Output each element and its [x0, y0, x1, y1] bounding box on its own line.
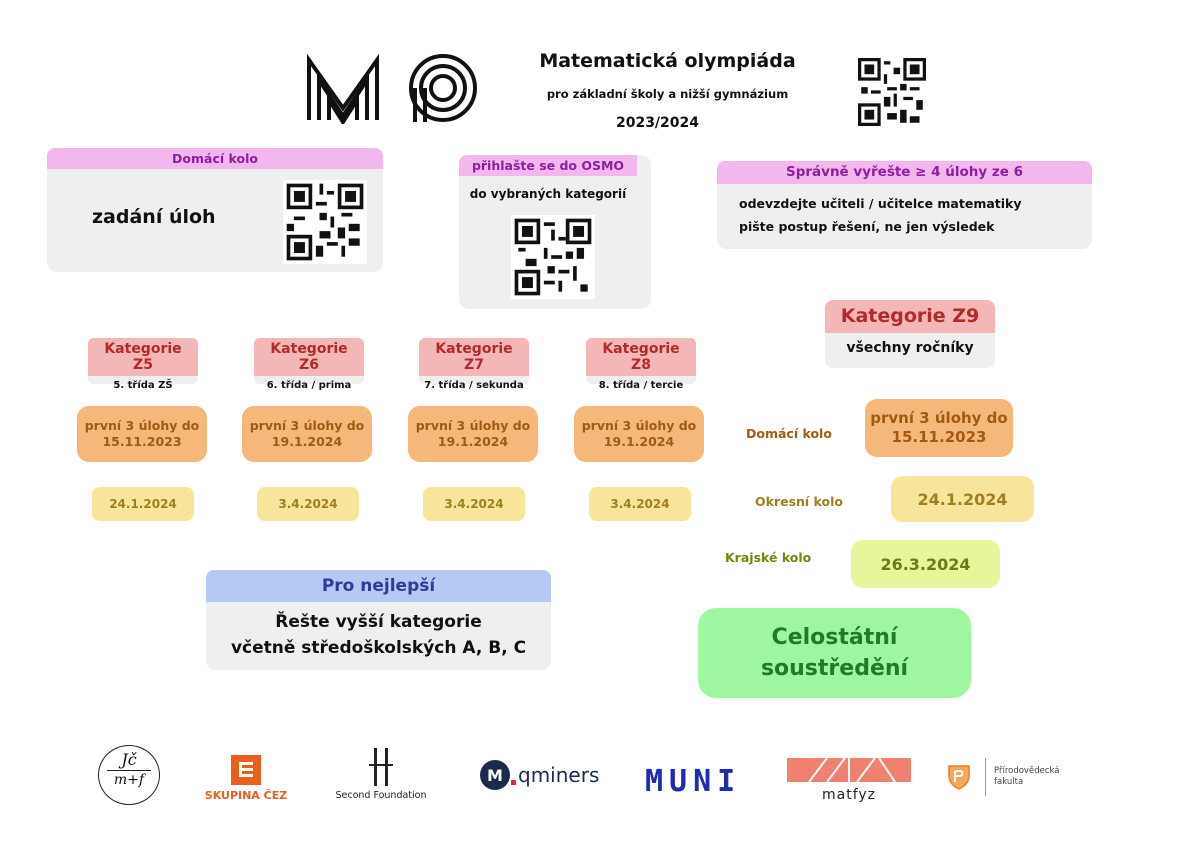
home-round-deadline-z9: první 3 úlohy do 15.11.2023 — [865, 399, 1013, 457]
osmo-subtext: do vybraných kategorií — [469, 187, 627, 201]
cez-icon — [231, 755, 261, 785]
district-round-date-z9: 24.1.2024 — [891, 476, 1034, 522]
district-round-date-z6: 3.4.2024 — [257, 487, 359, 521]
best-students-card: Pro nejlepší Řešte vyšší kategorie včetn… — [206, 570, 551, 670]
category-grade: 5. třída ZŠ — [113, 380, 173, 391]
category-z6: Kategorie Z6 6. třída / prima — [254, 338, 364, 391]
category-title: Kategorie Z7 — [419, 338, 529, 376]
qr-code-osmo[interactable] — [511, 215, 595, 299]
matfyz-icon — [787, 757, 911, 783]
qr-code-tasks[interactable] — [283, 180, 367, 264]
muni-logo[interactable]: MUNI — [645, 764, 742, 799]
category-grade: 8. třída / tercie — [598, 380, 684, 391]
qr-code-header[interactable] — [858, 58, 926, 126]
district-round-date-z8: 3.4.2024 — [589, 487, 691, 521]
solve-header: Správně vyřešte ≥ 4 úlohy ze 6 — [717, 161, 1092, 184]
category-z8: Kategorie Z8 8. třída / tercie — [586, 338, 696, 391]
school-year: 2023/2024 — [615, 115, 700, 131]
page-title: Matematická olympiáda — [539, 50, 796, 72]
mo-logo — [307, 53, 477, 124]
second-foundation-icon — [369, 748, 393, 786]
category-title: Kategorie Z6 — [254, 338, 364, 376]
home-round-deadline-z6: první 3 úlohy do 19.1.2024 — [242, 406, 372, 462]
prf-logo[interactable]: Přírodovědecká fakulta — [947, 758, 1074, 796]
jcmf-logo-bottom: m+f — [113, 772, 145, 788]
category-z9-title: Kategorie Z9 — [825, 300, 995, 333]
osmo-header[interactable]: přihlašte se do OSMO — [459, 155, 637, 176]
solve-line-1: odevzdejte učiteli / učitelce matematiky — [739, 196, 1022, 211]
solve-line-2: pište postup řešení, ne jen výsledek — [739, 219, 995, 234]
home-round-deadline-z8: první 3 úlohy do 19.1.2024 — [574, 406, 704, 462]
prf-text: Přírodovědecká fakulta — [994, 766, 1060, 787]
jcmf-logo-top: Jč — [121, 750, 137, 769]
matfyz-logo[interactable]: matfyz — [787, 757, 911, 803]
district-round-label: Okresní kolo — [755, 494, 843, 509]
national-round-box: Celostátní soustředění — [698, 608, 971, 698]
solve-requirements-card: Správně vyřešte ≥ 4 úlohy ze 6 odevzdejt… — [717, 161, 1092, 249]
best-students-line-1: Řešte vyšší kategorie — [275, 612, 482, 632]
district-round-date-z5: 24.1.2024 — [92, 487, 194, 521]
cez-logo-text: SKUPINA ČEZ — [204, 789, 288, 802]
category-z7: Kategorie Z7 7. třída / sekunda — [419, 338, 529, 391]
second-foundation-logo[interactable]: Second Foundation — [326, 748, 436, 801]
district-round-date-z7: 3.4.2024 — [423, 487, 525, 521]
best-students-header: Pro nejlepší — [206, 570, 551, 602]
home-round-deadline-z5: první 3 úlohy do 15.11.2023 — [77, 406, 207, 462]
category-grade: 6. třída / prima — [266, 380, 352, 391]
qminers-icon: M — [480, 760, 510, 790]
qminers-text: qminers — [518, 763, 600, 787]
qminers-dot — [511, 779, 516, 785]
prf-divider — [985, 758, 986, 796]
category-title: Kategorie Z5 — [88, 338, 198, 376]
home-round-header: Domácí kolo — [47, 148, 383, 169]
cez-logo[interactable]: SKUPINA ČEZ — [203, 755, 289, 802]
category-title: Kategorie Z8 — [586, 338, 696, 376]
matfyz-text: matfyz — [821, 787, 877, 803]
osmo-card: přihlašte se do OSMO do vybraných katego… — [459, 155, 651, 309]
home-round-deadline-z7: první 3 úlohy do 19.1.2024 — [408, 406, 538, 462]
tasks-link-text[interactable]: zadání úloh — [92, 206, 216, 228]
regional-round-label: Krajské kolo — [725, 550, 812, 565]
category-z9: Kategorie Z9 všechny ročníky — [825, 300, 995, 368]
category-grade: 7. třída / sekunda — [424, 380, 524, 391]
prf-shield-icon — [948, 765, 970, 790]
page-subtitle: pro základní školy a nižší gymnázium — [546, 87, 789, 101]
second-foundation-text: Second Foundation — [335, 790, 427, 801]
category-z5: Kategorie Z5 5. třída ZŠ — [88, 338, 198, 391]
best-students-line-2: včetně středoškolských A, B, C — [230, 638, 527, 658]
category-z9-grade: všechny ročníky — [846, 340, 974, 356]
qminers-logo[interactable]: M qminers — [480, 760, 599, 790]
regional-round-date-z9: 26.3.2024 — [851, 540, 1000, 588]
home-round-label: Domácí kolo — [746, 426, 832, 441]
jcmf-logo[interactable]: Jč m+f — [98, 745, 160, 805]
home-round-card: Domácí kolo zadání úloh — [47, 148, 383, 272]
